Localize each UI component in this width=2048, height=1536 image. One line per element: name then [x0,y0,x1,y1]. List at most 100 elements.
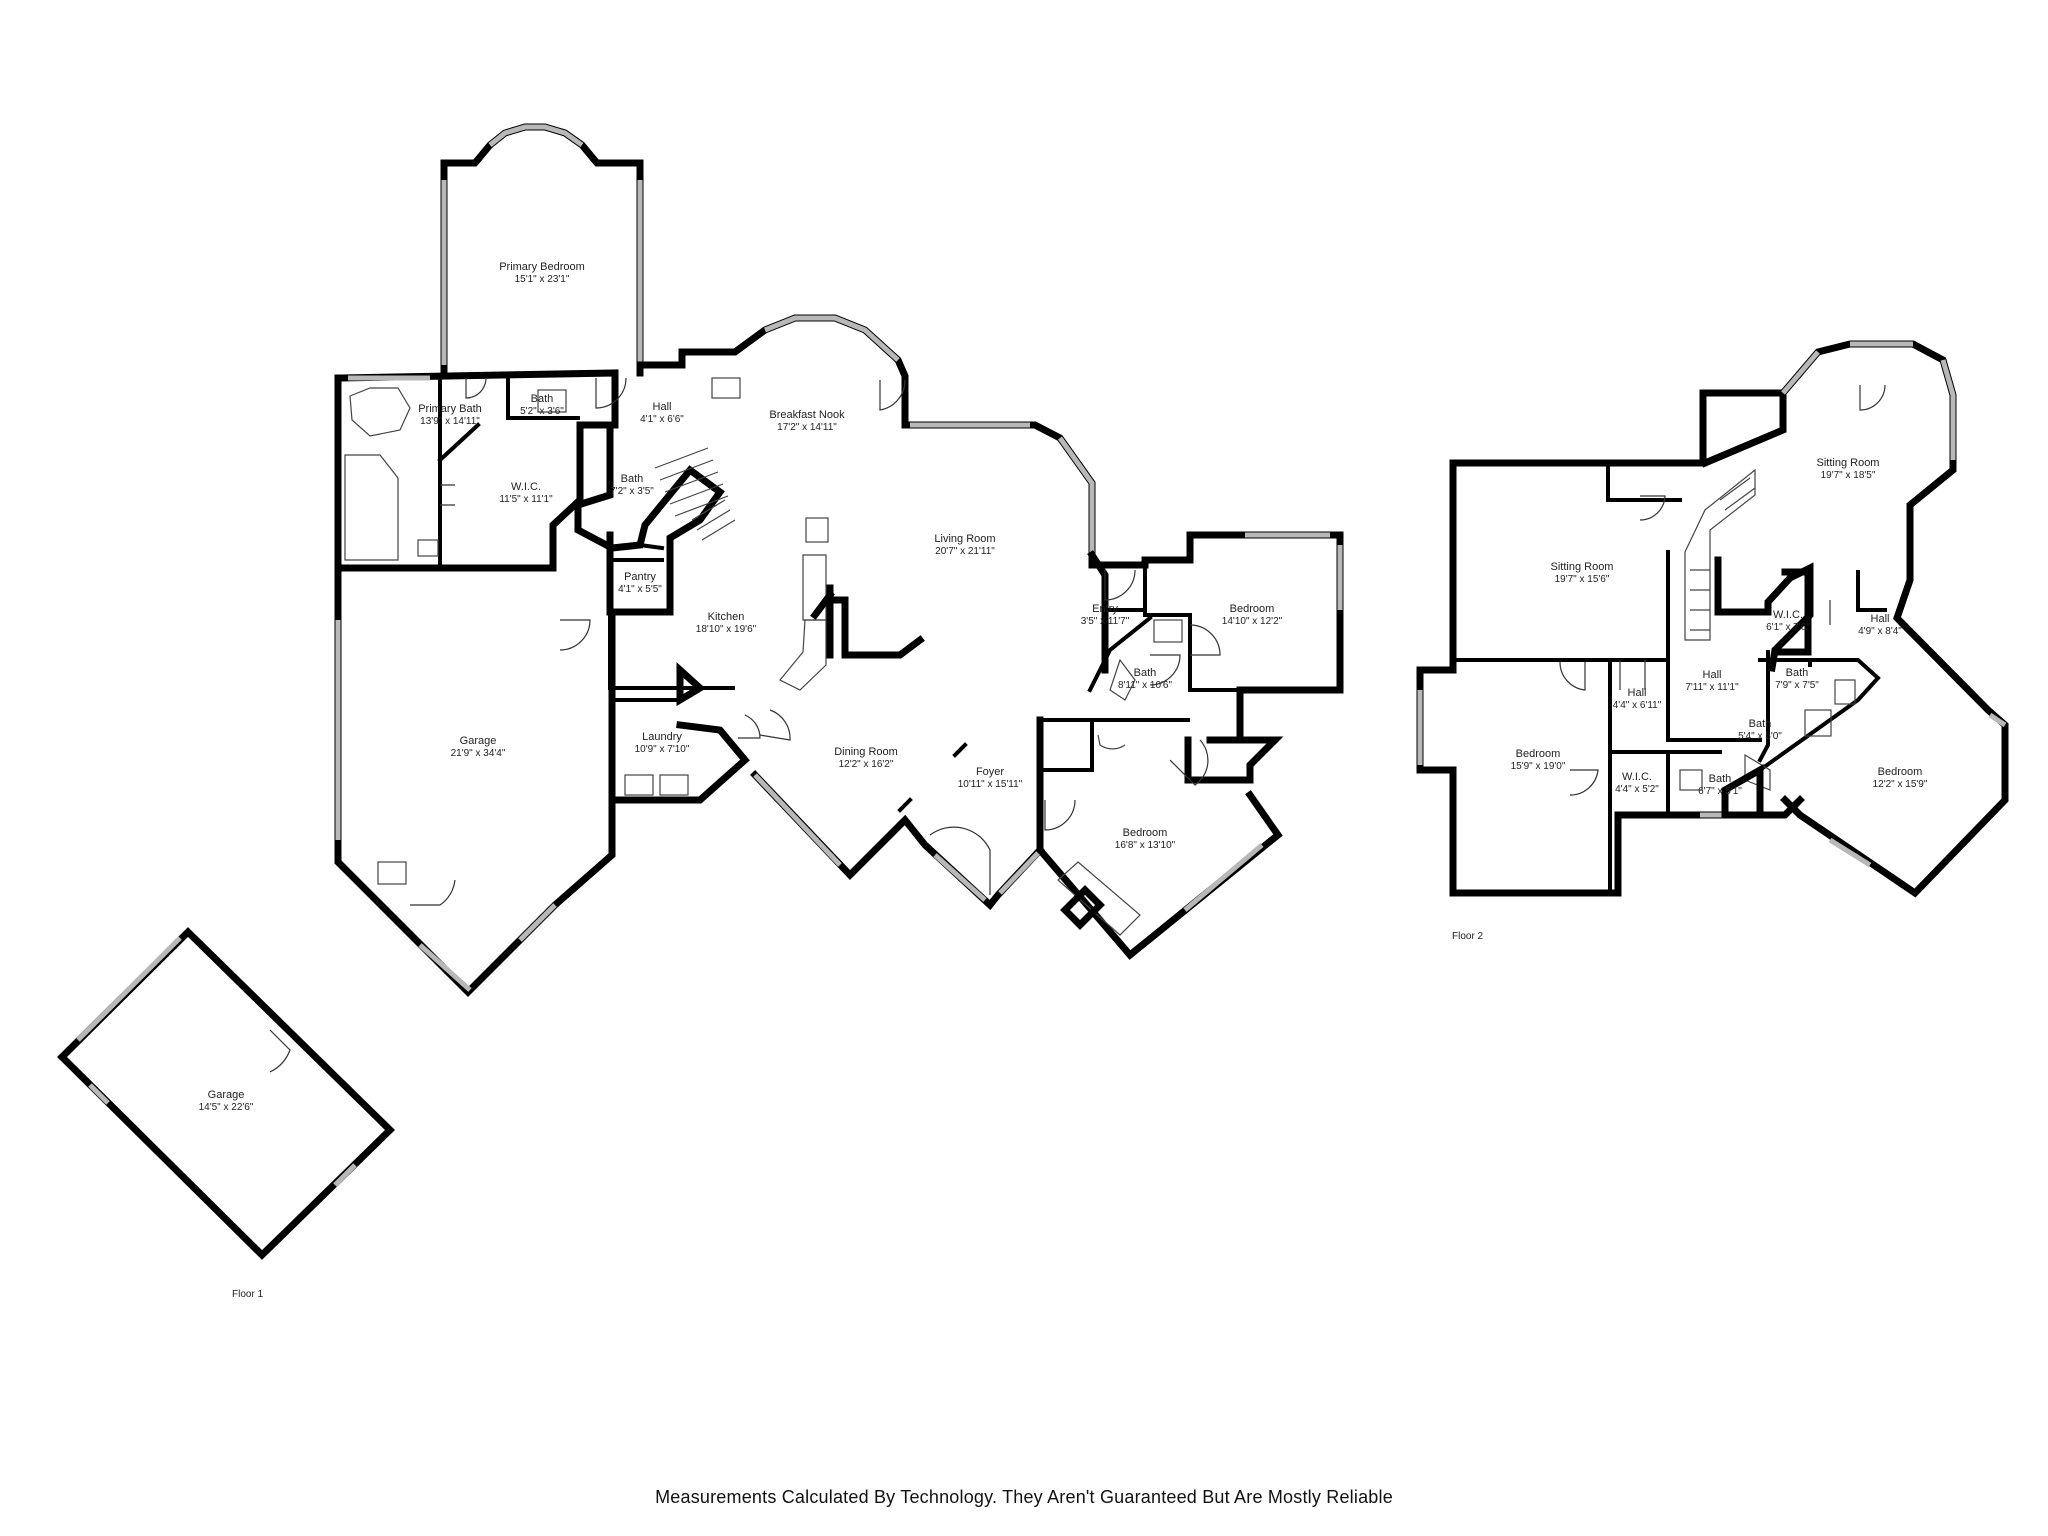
svg-text:4'9" x 8'4": 4'9" x 8'4" [1858,626,1902,637]
svg-text:Bath: Bath [621,473,644,485]
room-label: W.I.C. 4'4" x 5'2" [1615,771,1659,795]
svg-text:Bath: Bath [1709,773,1732,785]
room-label: W.I.C. 11'5" x 11'1" [499,481,553,505]
room-label: Foyer 10'11" x 15'11" [958,766,1023,790]
room-label: Bath 7'9" x 7'5" [1775,667,1819,691]
svg-text:Bedroom: Bedroom [1516,748,1561,760]
room-label: Hall 4'1" x 6'6" [640,401,684,425]
svg-text:Bedroom: Bedroom [1123,827,1168,839]
floor-2-walls [1416,340,2009,898]
dining-foyer-walls [750,590,1045,911]
svg-text:16'8" x 13'10": 16'8" x 13'10" [1115,840,1176,851]
primary-suite-walls [334,369,627,572]
svg-text:4'1" x 6'6": 4'1" x 6'6" [640,414,684,425]
svg-text:20'7" x 21'11": 20'7" x 21'11" [935,546,995,557]
svg-text:Sitting Room: Sitting Room [1817,457,1880,469]
room-label: Bath 5'4" x 5'0" [1738,718,1782,742]
svg-text:6'7" x 5'1": 6'7" x 5'1" [1698,786,1742,797]
svg-text:3'5" x 11'7": 3'5" x 11'7" [1081,616,1130,627]
svg-text:7'9" x 7'5": 7'9" x 7'5" [1775,680,1819,691]
svg-text:W.I.C.: W.I.C. [511,481,541,493]
svg-text:Bedroom: Bedroom [1230,603,1275,615]
svg-text:7'11" x 11'1": 7'11" x 11'1" [1685,682,1739,693]
south-bedroom-walls [1036,716,1283,960]
svg-text:Living Room: Living Room [934,533,995,545]
svg-text:7'2" x 3'5": 7'2" x 3'5" [610,486,654,497]
room-label: Entry 3'5" x 11'7" [1081,603,1130,627]
svg-text:Bath: Bath [531,393,554,405]
svg-text:4'1" x 5'5": 4'1" x 5'5" [618,584,662,595]
svg-text:10'9" x 7'10": 10'9" x 7'10" [635,744,690,755]
svg-text:15'9" x 19'0": 15'9" x 19'0" [1511,761,1566,772]
svg-text:5'4" x 5'0": 5'4" x 5'0" [1738,731,1782,742]
east-wing-walls [1087,531,1344,784]
svg-text:Hall: Hall [653,401,672,413]
room-label: Sitting Room 19'7" x 18'5" [1817,457,1880,481]
svg-text:21'9" x 34'4": 21'9" x 34'4" [451,748,506,759]
room-label: Primary Bedroom 15'1" x 23'1" [499,261,585,285]
svg-text:11'5" x 11'1": 11'5" x 11'1" [499,494,553,505]
svg-text:Laundry: Laundry [642,731,682,743]
disclaimer-text: Measurements Calculated By Technology. T… [655,1487,1393,1507]
room-label: Pantry 4'1" x 5'5" [618,571,662,595]
svg-text:12'2" x 15'9": 12'2" x 15'9" [1873,779,1928,790]
room-label: Hall 4'4" x 6'11" [1613,687,1662,711]
room-label: Primary Bath 13'9" x 14'11" [418,403,482,427]
room-label: Living Room 20'7" x 21'11" [934,533,995,557]
svg-text:Breakfast Nook: Breakfast Nook [769,409,845,421]
floor-1-plan: Primary Bedroom 15'1" x 23'1" Primary Ba… [57,123,1344,1300]
svg-text:6'1" x 7'6": 6'1" x 7'6" [1766,622,1810,633]
room-label: Laundry 10'9" x 7'10" [635,731,690,755]
svg-text:19'7" x 18'5": 19'7" x 18'5" [1821,470,1876,481]
floor-2-label: Floor 2 [1452,931,1484,942]
room-label: Bath 8'11" x 10'6" [1118,667,1173,691]
room-label: Kitchen 18'10" x 19'6" [696,611,757,635]
svg-text:Primary Bath: Primary Bath [418,403,482,415]
svg-text:Bath: Bath [1134,667,1157,679]
svg-text:Hall: Hall [1703,669,1722,681]
room-label: Bath 7'2" x 3'5" [610,473,654,497]
svg-text:15'1" x 23'1": 15'1" x 23'1" [515,274,570,285]
svg-text:4'4" x 6'11": 4'4" x 6'11" [1613,700,1662,711]
svg-text:Garage: Garage [208,1089,245,1101]
svg-text:Entry: Entry [1092,603,1118,615]
room-label: W.I.C. 6'1" x 7'6" [1766,609,1810,633]
attached-garage-walls [334,564,761,997]
room-label: Bedroom 12'2" x 15'9" [1873,766,1928,790]
svg-text:10'11" x 15'11": 10'11" x 15'11" [958,779,1023,790]
room-label: Bath 6'7" x 5'1" [1698,773,1742,797]
room-label: Garage 21'9" x 34'4" [451,735,506,759]
svg-text:17'2" x 14'11": 17'2" x 14'11" [777,422,837,433]
svg-text:Foyer: Foyer [976,766,1004,778]
svg-text:Hall: Hall [1628,687,1647,699]
svg-text:18'10" x 19'6": 18'10" x 19'6" [696,624,757,635]
room-label: Bath 5'2" x 3'6" [520,393,564,417]
floor-1-room-labels: Primary Bedroom 15'1" x 23'1" Primary Ba… [199,261,1283,1300]
svg-text:Bath: Bath [1786,667,1809,679]
floor-2-room-labels: Sitting Room 19'7" x 18'5" Sitting Room … [1452,457,1928,942]
room-label: Hall 4'9" x 8'4" [1858,613,1902,637]
room-label: Bedroom 14'10" x 12'2" [1222,603,1283,627]
detached-garage-walls [57,927,396,1260]
room-label: Hall 7'11" x 11'1" [1685,669,1739,693]
svg-text:Kitchen: Kitchen [708,611,745,623]
room-label: Bedroom 15'9" x 19'0" [1511,748,1566,772]
svg-text:8'11" x 10'6": 8'11" x 10'6" [1118,680,1173,691]
room-label: Breakfast Nook 17'2" x 14'11" [769,409,845,433]
svg-text:14'5" x 22'6": 14'5" x 22'6" [199,1102,254,1113]
svg-text:Primary Bedroom: Primary Bedroom [499,261,585,273]
primary-bedroom-walls [440,123,644,377]
room-label: Dining Room 12'2" x 16'2" [834,746,898,770]
svg-text:13'9" x 14'11": 13'9" x 14'11" [420,416,480,427]
svg-text:Bedroom: Bedroom [1878,766,1923,778]
svg-text:Garage: Garage [460,735,497,747]
svg-text:Pantry: Pantry [624,571,656,583]
svg-text:5'2" x 3'6": 5'2" x 3'6" [520,406,564,417]
room-label: Sitting Room 19'7" x 15'6" [1551,561,1614,585]
svg-text:14'10" x 12'2": 14'10" x 12'2" [1222,616,1283,627]
room-label: Bedroom 16'8" x 13'10" [1115,827,1176,851]
floor-1-label: Floor 1 [232,1289,264,1300]
svg-text:W.I.C.: W.I.C. [1773,609,1803,621]
svg-text:4'4" x 5'2": 4'4" x 5'2" [1615,784,1659,795]
